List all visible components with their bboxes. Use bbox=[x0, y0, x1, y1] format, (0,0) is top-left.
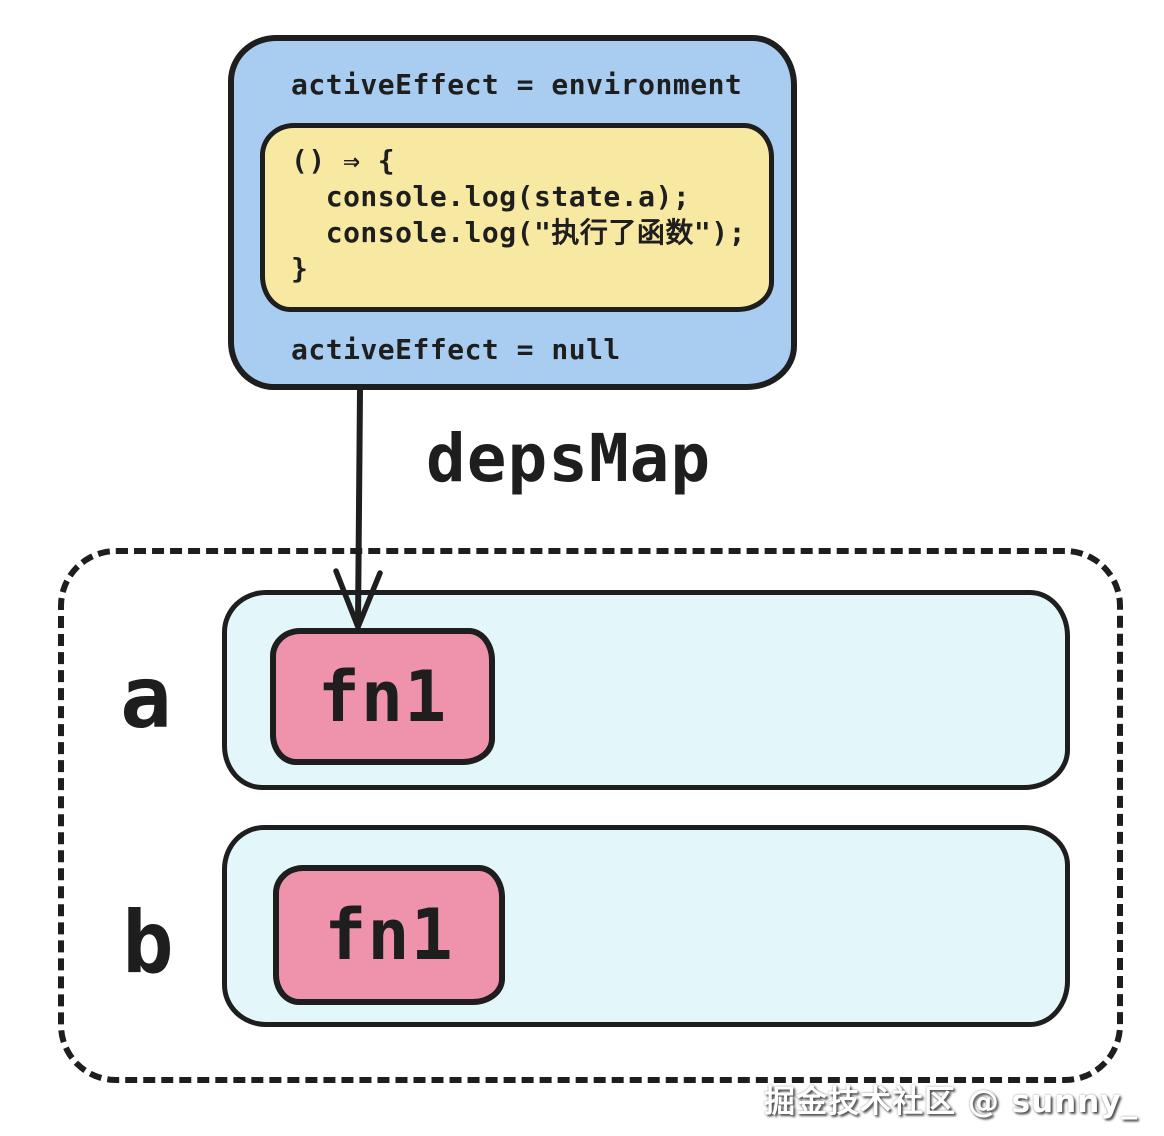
deps-map-label: depsMap bbox=[426, 420, 712, 497]
fn1-label-a: fn1 bbox=[317, 655, 448, 738]
watermark: 掘金技术社区 @ sunny_ bbox=[764, 1084, 1138, 1120]
effect-function-code-box: () ⇒ { console.log(state.a); console.log… bbox=[260, 123, 774, 312]
dep-set-b: fn1 bbox=[222, 825, 1070, 1027]
active-effect-null-label: activeEffect = null bbox=[291, 333, 621, 366]
fn1-label-b: fn1 bbox=[324, 894, 454, 976]
active-effect-environment-label: activeEffect = environment bbox=[291, 68, 743, 101]
active-effect-box: activeEffect = environment () ⇒ { consol… bbox=[228, 35, 797, 390]
fn1-box-a: fn1 bbox=[270, 628, 495, 765]
fn1-box-b: fn1 bbox=[273, 865, 505, 1005]
deps-key-b-label: b bbox=[122, 893, 174, 993]
deps-map-container bbox=[58, 548, 1123, 1083]
effect-function-code: () ⇒ { console.log(state.a); console.log… bbox=[291, 144, 746, 285]
dep-set-a: fn1 bbox=[222, 590, 1070, 790]
deps-key-a-label: a bbox=[120, 648, 172, 748]
